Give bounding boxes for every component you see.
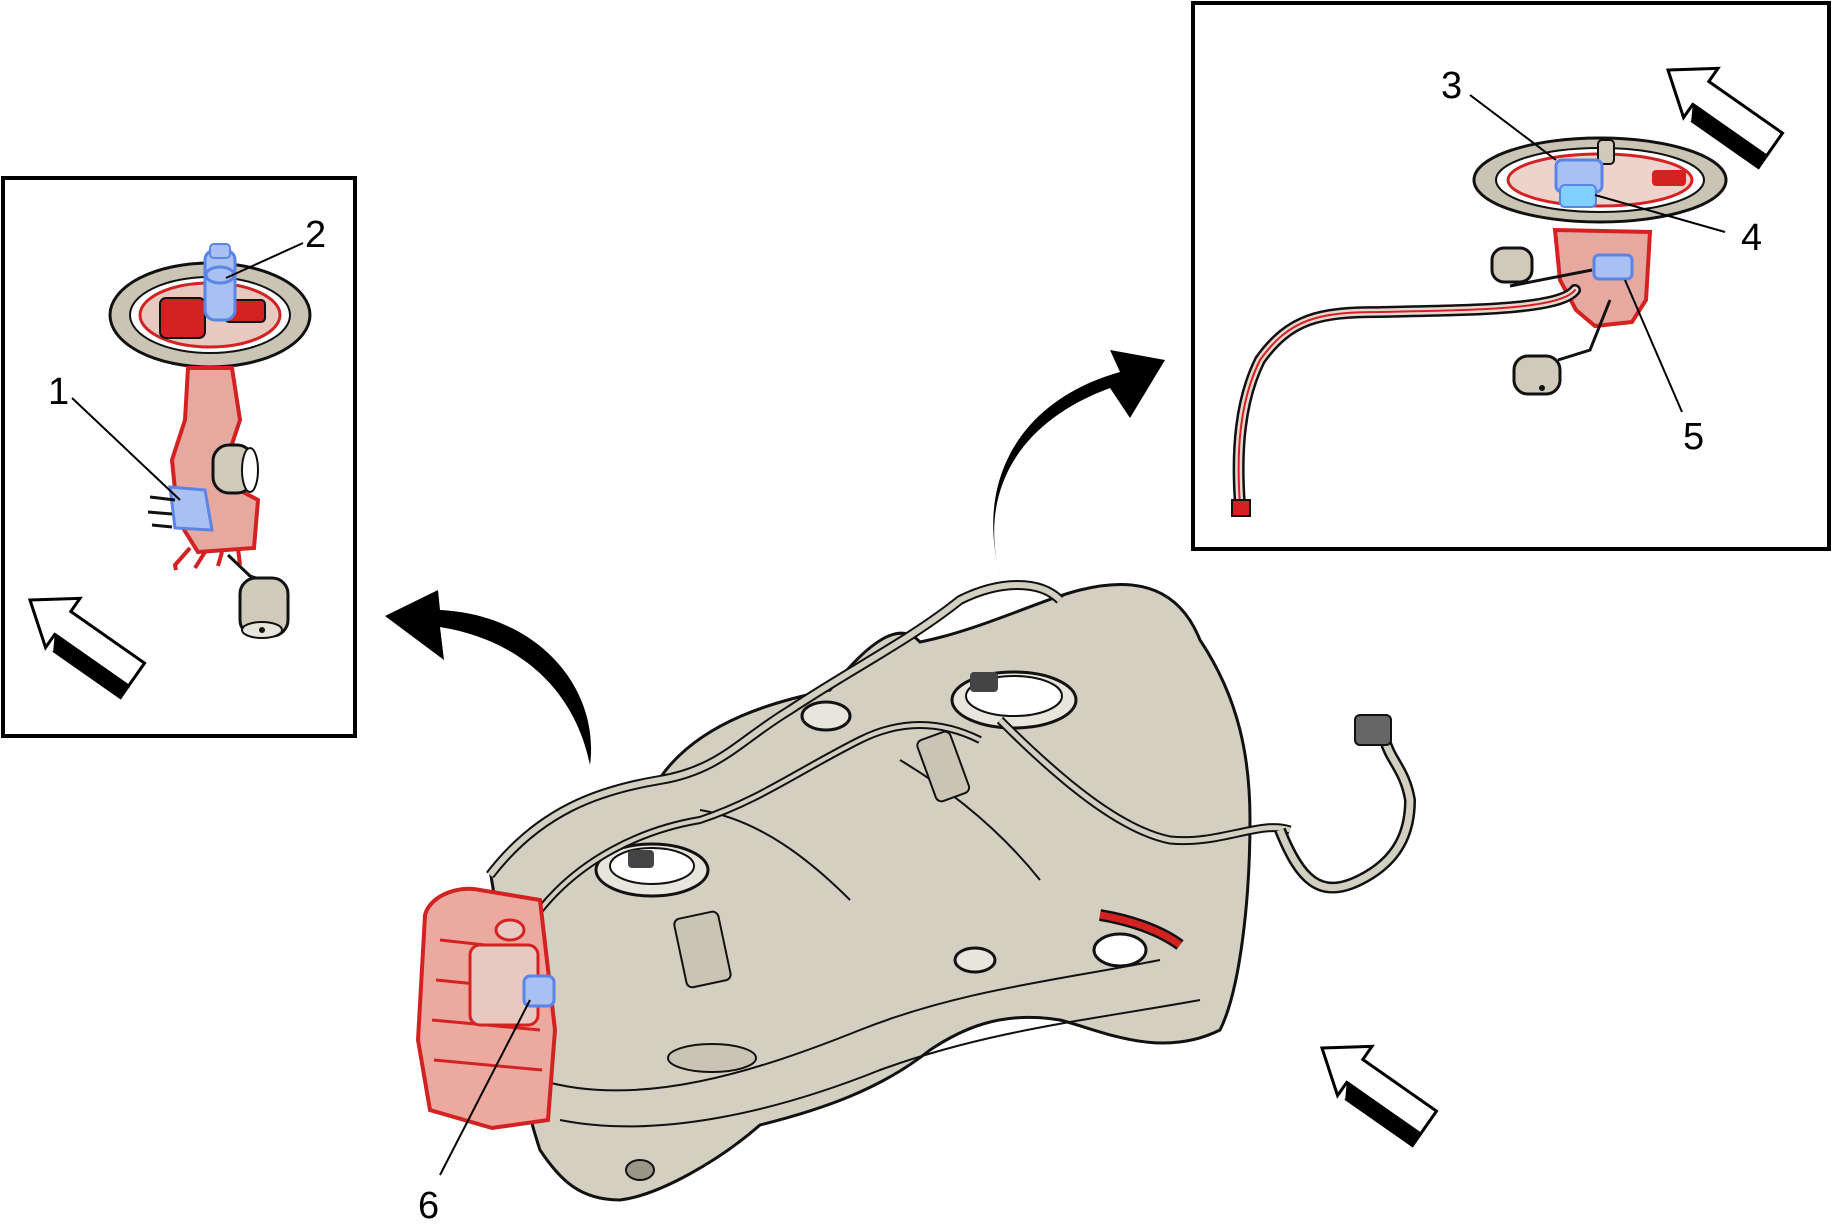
curved-callout-arrow-icon [385,590,592,765]
leader-line-4 [1594,194,1726,233]
view-direction-arrow-icon [27,596,147,700]
callout-1: 1 [48,371,69,413]
callout-2: 2 [305,214,326,256]
leader-line-3 [1469,94,1557,161]
left-inset-panel: 1 2 [1,176,357,738]
right-module-body [1490,227,1653,396]
fuel-fill-pipe-red [1099,909,1184,950]
left-module-fitting-blue [203,243,237,322]
leader-line-6 [439,999,531,1176]
view-direction-arrow-icon [1319,1044,1439,1148]
tank-pump-opening-left [594,842,710,898]
view-direction-arrow-icon [1665,66,1785,170]
external-wiring-harness [1274,714,1417,894]
leader-line-5 [1624,279,1683,413]
canister-connector-blue [522,974,556,1008]
callout-5: 5 [1683,416,1704,458]
leader-line-2 [225,242,304,279]
fuel-line-fitting [1231,499,1251,517]
tank-pump-opening-right [950,670,1078,730]
callout-6: 6 [418,1185,439,1227]
leader-line-1 [71,397,181,501]
fuel-tank [486,580,1292,1202]
callout-3: 3 [1441,65,1462,107]
left-module-connector-blue [147,485,214,532]
evap-canister-red [415,886,558,1131]
callout-4: 4 [1741,217,1762,259]
right-module-connector-blue [1554,158,1604,208]
right-inset-panel: 3 4 5 [1191,1,1831,551]
curved-callout-arrow-icon [993,350,1165,575]
